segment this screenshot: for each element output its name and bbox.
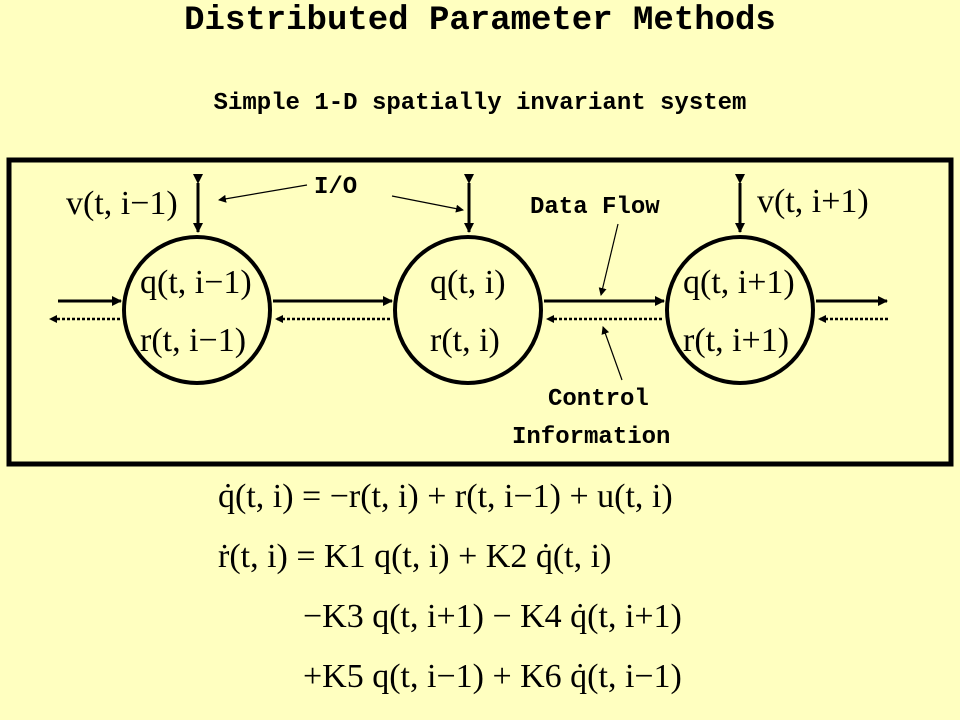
control-pointer xyxy=(601,326,623,381)
q-label-middle: q(t, i) xyxy=(430,264,506,301)
control-label-line2: Information xyxy=(512,424,671,451)
equation-r-dot-cont-1: −K3 q(t, i+1) − K4 q̇(t, i+1) xyxy=(303,598,682,635)
io-pointer-left xyxy=(218,184,308,203)
v-label-left: v(t, i−1) xyxy=(66,185,178,222)
r-label-right: r(t, i+1) xyxy=(683,322,790,359)
data-flow-pointer xyxy=(598,223,619,296)
equation-r-dot: ṙ(t, i) = K1 q(t, i) + K2 q̇(t, i) xyxy=(218,538,612,575)
q-label-right: q(t, i+1) xyxy=(683,264,795,301)
page-title: Distributed Parameter Methods xyxy=(184,2,776,40)
node-circle-left xyxy=(122,235,272,385)
node-circle-middle xyxy=(393,235,543,385)
data-flow-label: Data Flow xyxy=(530,194,660,221)
node-circle-right xyxy=(665,235,815,385)
page-subtitle: Simple 1-D spatially invariant system xyxy=(213,90,747,117)
q-label-left: q(t, i−1) xyxy=(140,264,252,301)
v-label-right: v(t, i+1) xyxy=(757,183,869,220)
io-label: I/O xyxy=(314,174,358,201)
r-label-left: r(t, i−1) xyxy=(140,322,247,359)
control-label-line1: Control xyxy=(548,386,649,413)
io-pointer-right xyxy=(391,195,464,213)
equation-q-dot: q̇(t, i) = −r(t, i) + r(t, i−1) + u(t, i… xyxy=(218,478,673,515)
equation-r-dot-cont-2: +K5 q(t, i−1) + K6 q̇(t, i−1) xyxy=(303,658,682,695)
diagram-frame xyxy=(6,157,954,467)
r-label-middle: r(t, i) xyxy=(430,322,500,359)
